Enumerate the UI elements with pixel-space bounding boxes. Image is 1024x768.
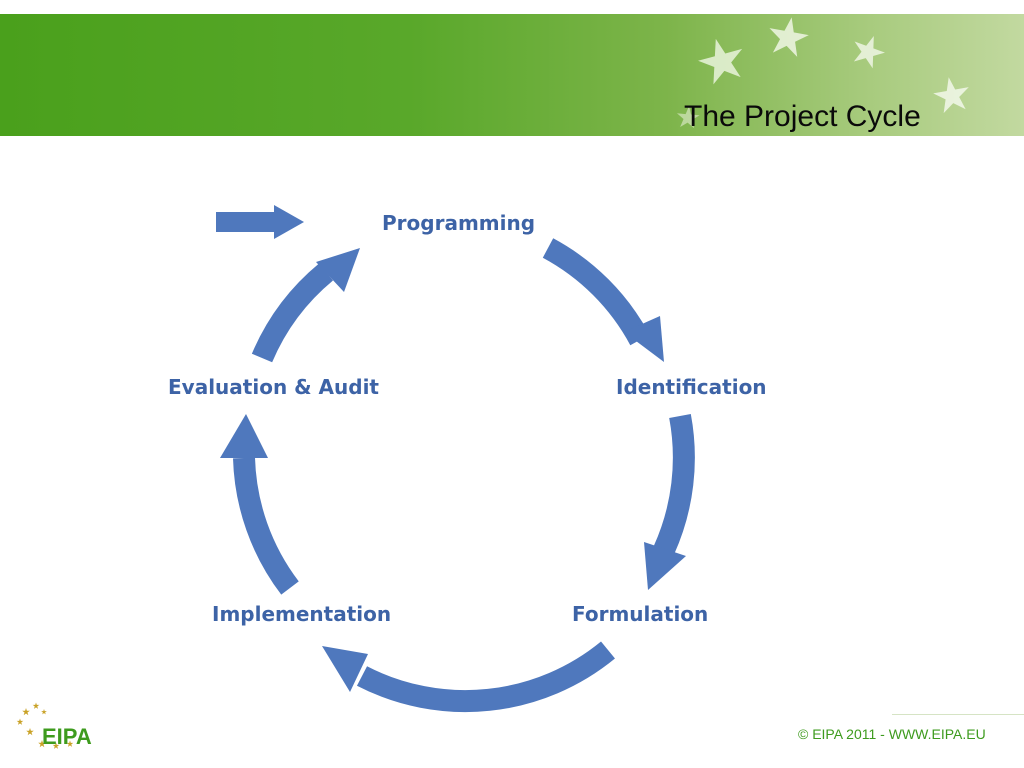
stage-label-formulation: Formulation (572, 602, 708, 626)
arrow-programming-to-identification (542, 238, 664, 362)
arrow-formulation-to-implementation (322, 641, 615, 713)
footer-copyright: © EIPA 2011 - WWW.EIPA.EU (798, 726, 986, 742)
logo-text: EIPA (42, 724, 92, 749)
star-icon (26, 728, 34, 736)
stage-label-programming: Programming (382, 211, 535, 235)
slide-title: The Project Cycle (684, 100, 921, 133)
entry-arrow (216, 205, 304, 239)
star-icon (41, 709, 47, 715)
footer-divider (892, 714, 1024, 715)
star-icon (16, 718, 24, 725)
stage-label-identification: Identification (616, 375, 767, 399)
arrow-implementation-to-evaluation (220, 414, 299, 595)
eipa-logo: EIPA (16, 702, 92, 749)
arrow-evaluation-to-programming (251, 248, 360, 363)
stage-label-evaluation: Evaluation & Audit (168, 375, 379, 399)
star-icon (32, 702, 40, 709)
star-icon (22, 708, 30, 716)
header-band (0, 14, 1024, 136)
stage-label-implementation: Implementation (212, 602, 391, 626)
arrow-identification-to-formulation (644, 413, 695, 590)
